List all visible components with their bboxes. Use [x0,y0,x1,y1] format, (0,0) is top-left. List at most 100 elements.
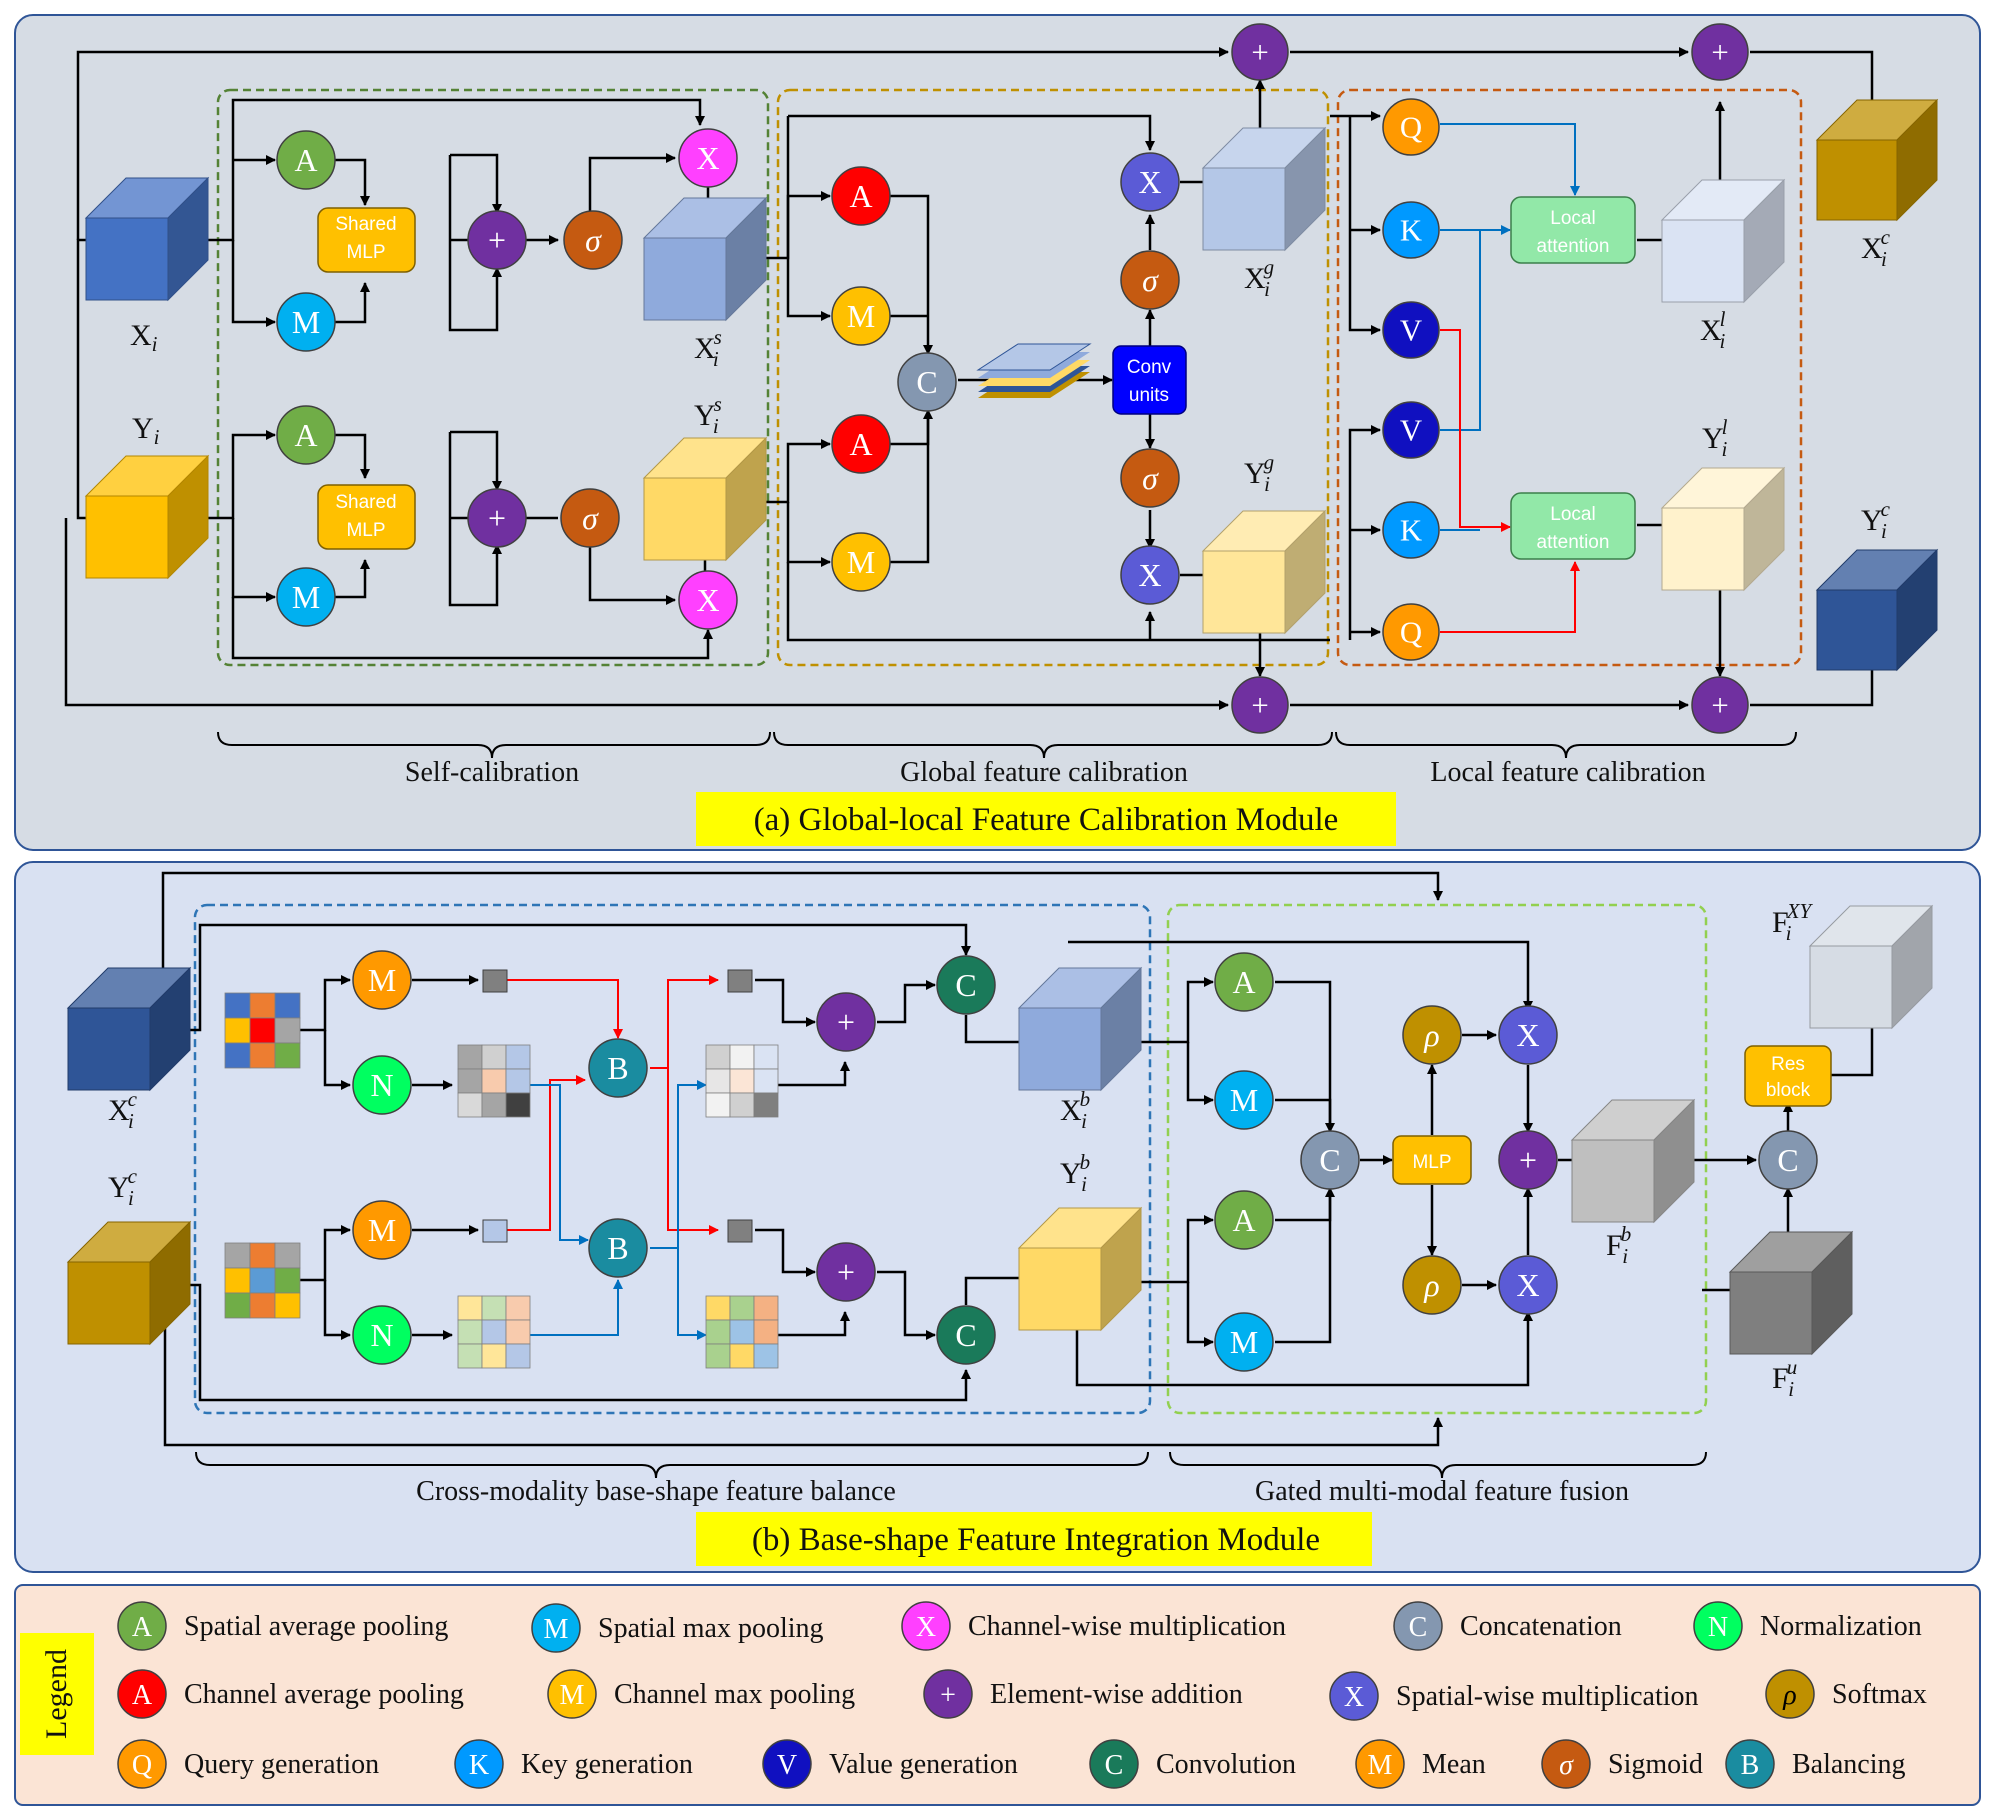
cubes-panel-b [66,904,1934,1356]
shared-mlp-bottom [317,484,416,550]
svg-text:M: M [1230,1083,1258,1118]
node-add-bottom: + [467,488,527,548]
legend-label: Sigmoid [1608,1749,1703,1780]
mean-square-bottom [482,1219,508,1243]
svg-text:V: V [1400,414,1422,448]
panel-a-title: (a) Global-local Feature Calibration Mod… [754,802,1339,838]
legend-label: Convolution [1156,1749,1296,1780]
braces-b [195,1451,1707,1479]
svg-text:A: A [1232,965,1255,1000]
panel-a-title-highlight [696,792,1396,846]
feature-stack [976,343,1092,398]
node-add-bottom-l: + [1691,676,1749,734]
node-spmul-b-bottom: X [1498,1255,1558,1315]
section-self-calibration: Self-calibration [405,757,579,788]
node-chmul-bottom: X [678,570,738,630]
shared-mlp-top [317,207,416,273]
legend-title: Legend [40,1649,73,1739]
local-calibration-box [1336,88,1803,667]
mean-square-bottom-bal [727,1219,753,1243]
node-a-b-top: A [1214,952,1274,1012]
cube-yl [1660,466,1786,592]
node-conv-bottom: C [936,1305,996,1365]
svg-text:V: V [777,1750,797,1781]
grid-y-bal [705,1295,779,1369]
mlp-block [1392,1135,1472,1185]
svg-text:N: N [370,1068,393,1103]
svg-text:ρ: ρ [1782,1680,1796,1711]
node-sigmoid-g1: σ [1120,250,1180,310]
svg-text:X: X [696,141,719,176]
cube-fb [1570,1098,1696,1224]
legend-label: Spatial average pooling [184,1611,448,1642]
node-q-bottom: Q [1382,603,1440,661]
svg-text:+: + [1711,36,1728,70]
svg-text:C: C [1777,1143,1798,1178]
svg-text:X: X [696,583,719,618]
legend-label: Element-wise addition [990,1679,1243,1710]
node-norm-bottom: N [352,1305,412,1365]
node-spmul-bottom: X [1120,545,1180,605]
legend-label: Concatenation [1460,1611,1622,1642]
grid-x-bal [705,1044,779,1118]
section-global-calibration: Global feature calibration [900,757,1188,788]
svg-text:K: K [469,1750,489,1781]
node-norm-top: N [352,1055,412,1115]
node-softmax-bottom: ρ [1402,1255,1462,1315]
mean-square-top-bal [727,969,753,993]
svg-text:A: A [294,418,317,453]
svg-text:Q: Q [1400,616,1422,650]
cube-xb [1017,966,1143,1092]
mean-square-top [482,969,508,993]
braces-a [217,731,1797,759]
node-add-b-mid: + [1498,1130,1558,1190]
svg-text:C: C [1319,1143,1340,1178]
svg-text:A: A [849,179,872,214]
svg-text:+: + [940,1680,956,1711]
svg-text:B: B [1741,1750,1760,1781]
node-a-b-bottom: A [1214,1190,1274,1250]
svg-text:M: M [560,1680,585,1711]
cubes-panel-a [84,98,1939,672]
cube-yg [1201,509,1327,635]
svg-text:σ: σ [1559,1750,1574,1781]
svg-text:σ: σ [1142,461,1159,496]
svg-text:Q: Q [132,1750,152,1781]
svg-text:MLP: MLP [346,242,385,263]
svg-text:+: + [488,501,506,536]
node-add-b-top: + [816,992,876,1052]
svg-text:X: X [916,1612,936,1643]
legend-item-sigmoid: σ Sigmoid [1541,1739,1703,1789]
cube-xc [1815,98,1939,222]
svg-text:Local: Local [1550,208,1595,229]
node-mean-bottom: M [352,1200,412,1260]
node-chmul-top: X [678,128,738,188]
cube-xg [1201,126,1327,252]
pixel-grids [224,969,779,1369]
svg-text:ρ: ρ [1423,1018,1439,1053]
global-calibration-box [776,88,1330,667]
svg-text:units: units [1129,385,1169,406]
svg-text:M: M [368,963,396,998]
section-local-calibration: Local feature calibration [1430,757,1705,788]
node-add-top-l: + [1691,23,1749,81]
node-add-top: + [467,210,527,270]
node-concat: C [897,352,957,412]
svg-text:Q: Q [1400,111,1422,145]
cube-b-xc [66,966,192,1092]
